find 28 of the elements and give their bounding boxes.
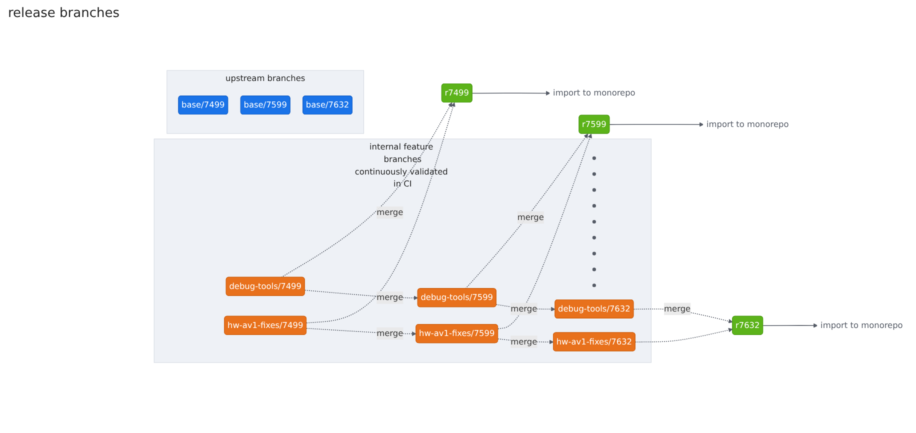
node-text: import to monorepo (820, 320, 903, 330)
edge-label: merge (664, 304, 691, 314)
node-circle (592, 156, 596, 160)
edge-label: merge (376, 208, 404, 218)
node-circle (592, 204, 596, 208)
edge-label: merge (510, 304, 538, 314)
node-circle (592, 172, 596, 176)
section-heading: release branches (8, 6, 120, 21)
node-text: import to monorepo (706, 119, 789, 129)
arrow (280, 102, 452, 278)
arrow (498, 134, 592, 330)
arrow (762, 323, 818, 328)
node-circle (592, 220, 596, 224)
arrow (465, 134, 588, 290)
node-circle (592, 188, 596, 192)
arrow (634, 328, 733, 342)
node-circle (592, 268, 596, 272)
node-circle (592, 236, 596, 240)
node-text: import to monorepo (553, 88, 636, 98)
node-circle (592, 252, 596, 256)
node-circle (592, 284, 596, 288)
arrow (609, 122, 704, 127)
edge-label: merge (510, 336, 538, 346)
edge-label: merge (517, 212, 544, 222)
arrow (472, 90, 550, 96)
arrow (306, 102, 456, 324)
edge-label: merge (376, 292, 404, 302)
edge-label: merge (376, 328, 404, 338)
